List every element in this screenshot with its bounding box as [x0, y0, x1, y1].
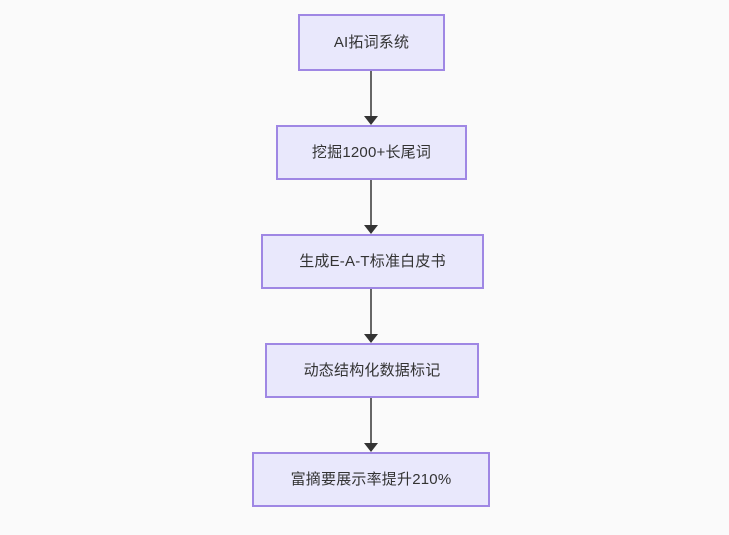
flowchart-node-3-label: 生成E-A-T标准白皮书	[299, 252, 446, 270]
flowchart-edge-4	[359, 398, 383, 452]
edge-3-arrowhead	[364, 334, 378, 343]
edge-3-line	[370, 289, 372, 334]
edge-1-arrowhead	[364, 116, 378, 125]
flowchart-edge-1	[359, 71, 383, 125]
flowchart-node-5[interactable]: 富摘要展示率提升210%	[252, 452, 490, 507]
flowchart-node-4[interactable]: 动态结构化数据标记	[265, 343, 479, 398]
flowchart-node-2-label: 挖掘1200+长尾词	[311, 143, 432, 161]
flowchart-node-1-label: AI拓词系统	[333, 33, 410, 51]
edge-1-line	[370, 71, 372, 116]
edge-2-arrowhead	[364, 225, 378, 234]
edge-2-line	[370, 180, 372, 225]
flowchart-node-1[interactable]: AI拓词系统	[298, 14, 445, 71]
flowchart-node-5-label: 富摘要展示率提升210%	[290, 470, 452, 488]
flowchart-edge-3	[359, 289, 383, 343]
flowchart-edge-2	[359, 180, 383, 234]
flowchart-node-4-label: 动态结构化数据标记	[303, 361, 441, 379]
edge-4-arrowhead	[364, 443, 378, 452]
flowchart-node-2[interactable]: 挖掘1200+长尾词	[276, 125, 467, 180]
flowchart-node-3[interactable]: 生成E-A-T标准白皮书	[261, 234, 484, 289]
edge-4-line	[370, 398, 372, 443]
